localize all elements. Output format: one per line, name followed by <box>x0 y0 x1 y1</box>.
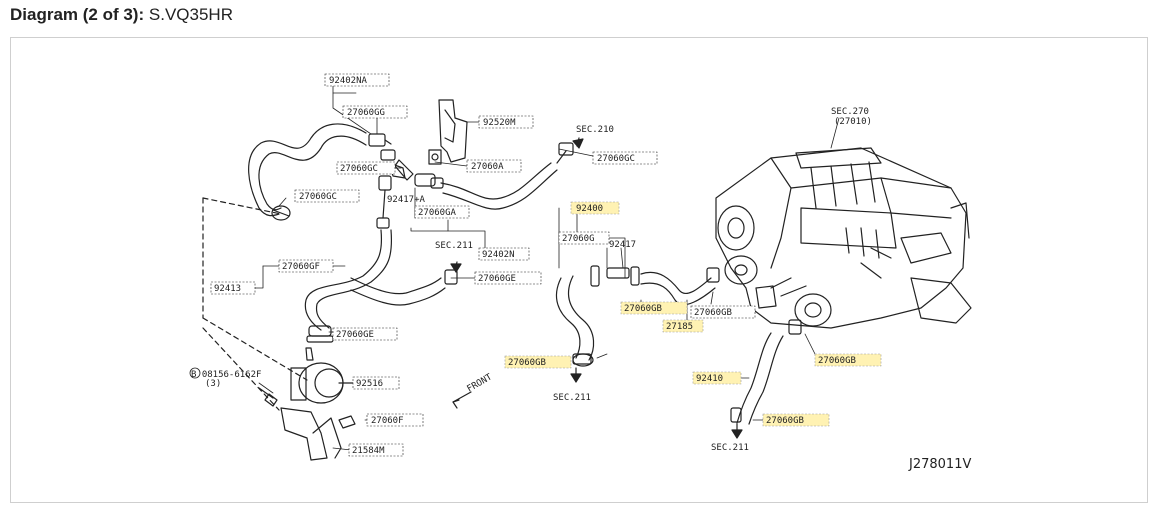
label-sec211-mid[interactable]: SEC.211 <box>553 393 591 403</box>
svg-text:27060GC: 27060GC <box>299 192 337 202</box>
diagram-header: Diagram (2 of 3): S.VQ35HR <box>10 5 233 31</box>
label-27060gb-b[interactable]: 27060GB <box>690 305 756 319</box>
diagram-code: J278011V <box>908 457 971 472</box>
label-sec270-sub: (27010) <box>834 117 872 127</box>
label-92417[interactable]: 92417 <box>609 240 636 250</box>
svg-text:27060G: 27060G <box>562 234 595 244</box>
diagram-frame: 92402NA 27060GG 92520M SEC.210 27060GC 2… <box>10 37 1148 503</box>
svg-text:92402NA: 92402NA <box>329 76 368 86</box>
label-27060gf[interactable]: 27060GF <box>278 259 334 273</box>
label-27060gc-middle[interactable]: 27060GC <box>294 189 360 203</box>
label-92410[interactable]: 92410 <box>692 371 742 385</box>
label-92516[interactable]: 92516 <box>352 376 400 390</box>
svg-text:27060GB: 27060GB <box>766 416 804 426</box>
svg-text:27060GB: 27060GB <box>624 304 662 314</box>
svg-text:27060GB: 27060GB <box>694 308 732 318</box>
label-27060gb-e[interactable]: 27060GB <box>762 413 830 427</box>
svg-text:27060GE: 27060GE <box>478 274 516 284</box>
label-sec211-bot[interactable]: SEC.211 <box>711 443 749 453</box>
label-27060gg[interactable]: 27060GG <box>342 105 408 119</box>
svg-text:27060GF: 27060GF <box>282 262 320 272</box>
svg-text:92410: 92410 <box>696 374 723 384</box>
bolt-circle-marker <box>189 367 201 379</box>
label-sec270[interactable]: SEC.270 <box>831 107 869 117</box>
svg-text:92402N: 92402N <box>482 250 515 260</box>
label-27060ge[interactable]: 27060GE <box>474 271 542 285</box>
svg-text:27060GG: 27060GG <box>347 108 385 118</box>
svg-text:92400: 92400 <box>576 204 603 214</box>
label-92400[interactable]: 92400 <box>570 201 620 215</box>
svg-text:27060GA: 27060GA <box>418 208 457 218</box>
label-sec210[interactable]: SEC.210 <box>576 125 614 135</box>
label-27060gb-d[interactable]: 27060GB <box>504 355 572 369</box>
label-08156-qty: (3) <box>205 379 221 389</box>
label-27060gc-right[interactable]: 27060GC <box>592 151 658 165</box>
label-92417a[interactable]: 92417+A <box>387 195 426 205</box>
label-27060gb-a[interactable]: 27060GB <box>620 301 688 315</box>
svg-text:92413: 92413 <box>214 284 241 294</box>
label-27060gb-c[interactable]: 27060GB <box>814 353 882 367</box>
diagram-index: Diagram (2 of 3) <box>10 5 139 24</box>
label-sec211-top[interactable]: SEC.211 <box>435 241 473 251</box>
header-separator: : <box>138 5 145 24</box>
parts-diagram: 92402NA 27060GG 92520M SEC.210 27060GC 2… <box>189 73 972 472</box>
svg-text:27185: 27185 <box>666 322 693 332</box>
label-08156[interactable]: B 08156-6162F <box>191 370 261 380</box>
label-27060g[interactable]: 27060G <box>558 231 610 245</box>
model-name: S.VQ35HR <box>148 5 233 24</box>
svg-text:27060GC: 27060GC <box>340 164 378 174</box>
label-27060gc-left[interactable]: 27060GC <box>336 161 396 175</box>
svg-text:21584M: 21584M <box>352 446 385 456</box>
front-label: FRONT <box>466 372 495 394</box>
part-labels: 92402NA 27060GG 92520M SEC.210 27060GC 2… <box>189 73 971 472</box>
label-92413[interactable]: 92413 <box>210 281 256 295</box>
label-92402na[interactable]: 92402NA <box>324 73 390 87</box>
label-92520m[interactable]: 92520M <box>478 115 534 129</box>
label-27060ga[interactable]: 27060GA <box>414 205 470 219</box>
svg-text:92516: 92516 <box>356 379 383 389</box>
label-27060a[interactable]: 27060A <box>466 159 522 173</box>
svg-text:92520M: 92520M <box>483 118 516 128</box>
svg-text:27060F: 27060F <box>371 416 404 426</box>
svg-text:27060GB: 27060GB <box>508 358 546 368</box>
svg-text:27060A: 27060A <box>471 162 504 172</box>
label-27185[interactable]: 27185 <box>662 319 704 333</box>
svg-text:27060GC: 27060GC <box>597 154 635 164</box>
label-92402n[interactable]: 92402N <box>478 247 530 261</box>
label-27060f[interactable]: 27060F <box>366 413 424 427</box>
svg-text:27060GB: 27060GB <box>818 356 856 366</box>
label-21584m[interactable]: 21584M <box>348 443 404 457</box>
label-27060ge-low[interactable]: 27060GE <box>332 327 398 341</box>
svg-text:27060GE: 27060GE <box>336 330 374 340</box>
